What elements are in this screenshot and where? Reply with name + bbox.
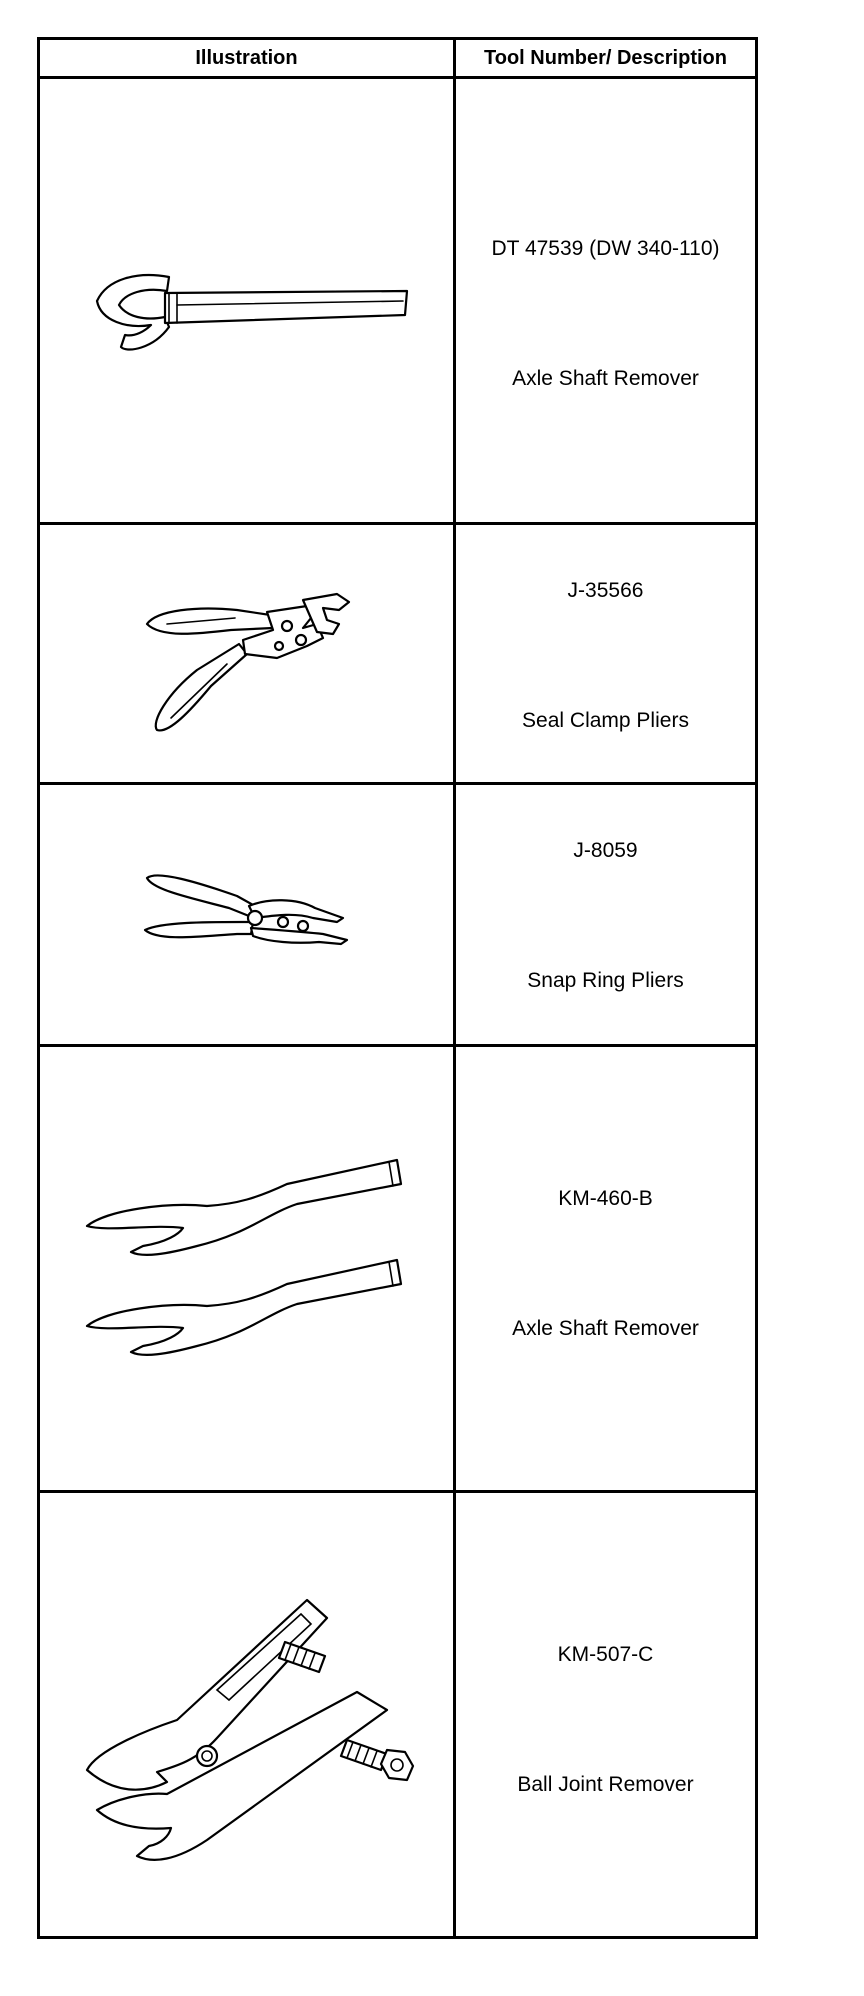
description-cell: DT 47539 (DW 340-110) Axle Shaft Remover — [453, 76, 758, 525]
tool-name: Axle Shaft Remover — [512, 1317, 699, 1340]
tool-number: J-35566 — [567, 579, 644, 602]
illustration-cell — [37, 522, 456, 785]
illustration-cell — [37, 1044, 456, 1493]
tool-name: Ball Joint Remover — [517, 1773, 694, 1796]
fork-remover-icon — [85, 1158, 402, 1356]
snap-ring-pliers-icon — [143, 873, 348, 945]
description-cell: J-8059 Snap Ring Pliers — [453, 782, 758, 1047]
seal-clamp-pliers-icon — [145, 592, 350, 731]
table-row: KM-507-C Ball Joint Remover — [37, 1490, 758, 1939]
spanner-hook-icon — [95, 273, 408, 351]
tool-number: KM-460-B — [558, 1187, 653, 1210]
tool-number: DT 47539 (DW 340-110) — [491, 237, 720, 260]
table-row: DT 47539 (DW 340-110) Axle Shaft Remover — [37, 76, 758, 525]
table-header-row: Illustration Tool Number/ Description — [37, 37, 758, 79]
illustration-cell — [37, 76, 456, 525]
special-tools-table: Illustration Tool Number/ Description DT… — [37, 37, 758, 1939]
description-cell: KM-507-C Ball Joint Remover — [453, 1490, 758, 1939]
header-illustration: Illustration — [37, 37, 456, 79]
tool-number: KM-507-C — [557, 1643, 654, 1666]
header-tool-description: Tool Number/ Description — [453, 37, 758, 79]
table-row: J-35566 Seal Clamp Pliers — [37, 522, 758, 785]
tool-name: Snap Ring Pliers — [527, 969, 684, 992]
table-row: KM-460-B Axle Shaft Remover — [37, 1044, 758, 1493]
tool-number: J-8059 — [573, 839, 638, 862]
illustration-cell — [37, 1490, 456, 1939]
ball-joint-remover-icon — [85, 1598, 414, 1861]
description-cell: J-35566 Seal Clamp Pliers — [453, 522, 758, 785]
illustration-cell — [37, 782, 456, 1047]
tool-name: Axle Shaft Remover — [512, 367, 699, 390]
description-cell: KM-460-B Axle Shaft Remover — [453, 1044, 758, 1493]
table-row: J-8059 Snap Ring Pliers — [37, 782, 758, 1047]
tool-name: Seal Clamp Pliers — [522, 709, 689, 732]
